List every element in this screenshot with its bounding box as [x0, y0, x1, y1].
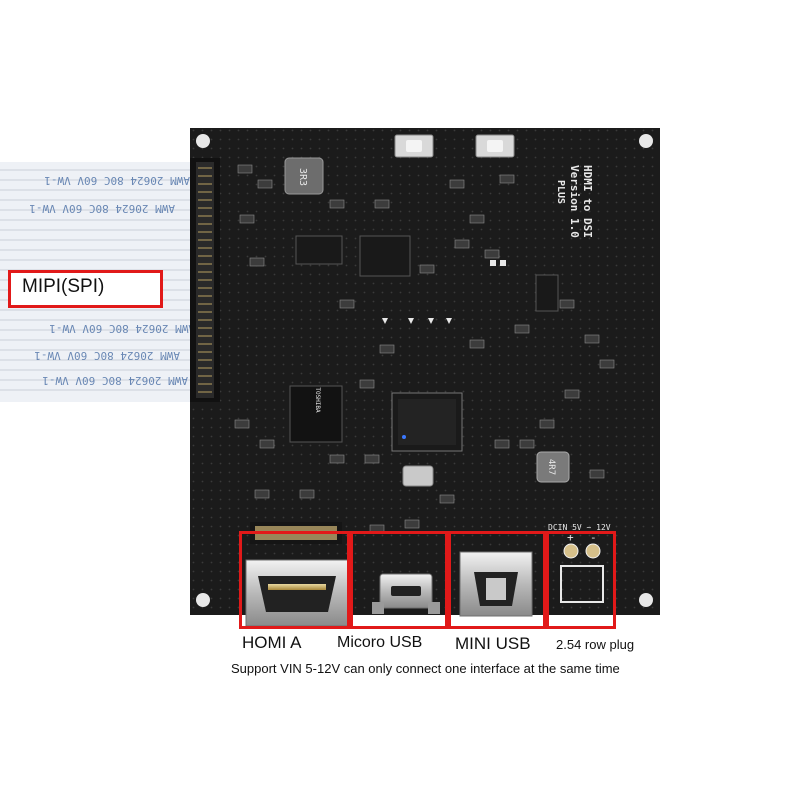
pin-header: + -: [560, 531, 604, 603]
highlight-mini-usb: [448, 531, 546, 629]
board-version: Version 1.0: [568, 165, 581, 238]
mount-hole: [196, 134, 210, 148]
minus-mark: -: [590, 531, 597, 544]
bridge-chip: TOSHIBA: [289, 385, 343, 443]
mount-hole: [639, 134, 653, 148]
micro-usb-connector: [372, 573, 440, 614]
highlight-row-plug: [546, 531, 616, 629]
ic: [295, 235, 343, 265]
board-silkscreen: HDMI to DSI Version 1.0 PLUS DCIN 5V ~ 1…: [548, 165, 611, 532]
ic: [535, 274, 559, 312]
ribbon-cable: AWM 20624 80C 60V VW-1 AWM 20624 80C 60V…: [0, 162, 205, 402]
chip-brand: TOSHIBA: [314, 387, 321, 413]
test-pads: [382, 260, 506, 324]
tactile-button: [394, 134, 434, 158]
inductor-label: 4R7: [546, 459, 556, 475]
label-mipi: MIPI(SPI): [22, 276, 105, 297]
highlight-hdmi: [239, 531, 350, 629]
mount-hole: [639, 593, 653, 607]
crystal: [402, 465, 434, 487]
cable-print-3: AWM 20624 80C 60V VW-1: [49, 322, 195, 335]
plus-mark: +: [567, 531, 574, 544]
cable-print-2: AWM 20624 80C 60V VW-1: [29, 202, 175, 215]
caption: Support VIN 5-12V can only connect one i…: [231, 661, 620, 676]
smd-components: [234, 164, 615, 534]
cable-print-1: AWM 20624 80C 60V VW-1: [44, 174, 190, 187]
board-plus: PLUS: [555, 180, 566, 204]
board-model: HDMI to DSI: [581, 165, 594, 238]
cable-print-4: AWM 20624 80C 60V VW-1: [34, 349, 180, 362]
cable-print-5: AWM 20624 80C 60V VW-1: [42, 374, 188, 387]
mount-hole: [196, 593, 210, 607]
label-row-plug: 2.54 row plug: [556, 637, 635, 652]
ic: [359, 235, 411, 277]
inductor-label: 3R3: [297, 168, 308, 186]
label-mini-usb: MINI USB: [455, 634, 531, 653]
mcu-chip: [391, 392, 463, 452]
inductor: 3R3: [284, 157, 324, 195]
label-micro-usb: Micoro USB: [337, 634, 423, 651]
inductor: 4R7: [536, 451, 570, 483]
fpc-connector: [190, 158, 220, 402]
mini-usb-connector: [459, 551, 533, 617]
label-hdmi: HOMI A: [242, 633, 302, 652]
dcin-label: DCIN 5V ~ 12V: [548, 523, 611, 532]
highlight-mipi: [8, 270, 163, 308]
tactile-button: [475, 134, 515, 158]
highlight-micro-usb: [350, 531, 448, 629]
